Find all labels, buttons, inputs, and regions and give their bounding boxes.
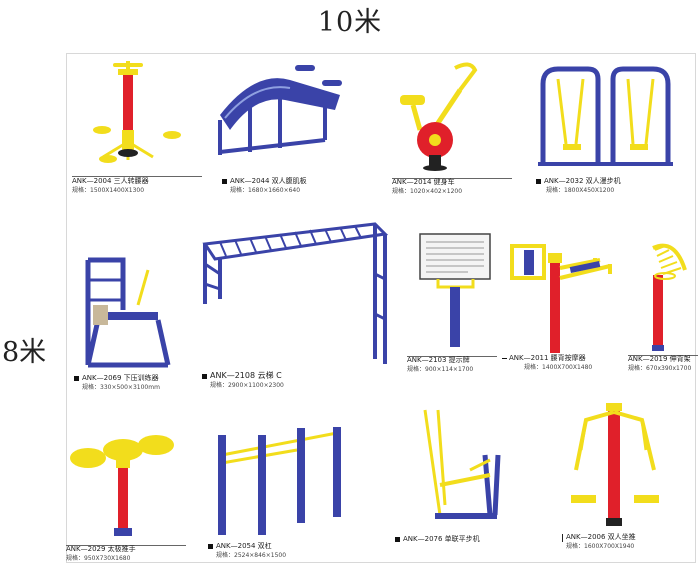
- double-walker-image: [538, 66, 673, 166]
- parallel-bars-image: [218, 427, 341, 535]
- notice-board-image: [419, 233, 491, 347]
- item-name: ANK—2014 健身车: [392, 178, 455, 186]
- item-name: ANK—2004 三人转腰器: [72, 177, 149, 185]
- item-name: ANK—2069 下压训练器: [82, 374, 159, 382]
- seated-push-image: [571, 403, 659, 526]
- item-name: ANK—2011 腰背按摩器: [509, 354, 586, 362]
- item-spec: 规格：2524×846×1500: [216, 551, 287, 559]
- item-spec: 规格：950X730X1680: [66, 554, 131, 562]
- item-spec: 规格：1680×1660×640: [230, 186, 301, 194]
- item-name: ANK—2054 双杠: [216, 542, 272, 550]
- monkey-bars-image: [202, 222, 389, 364]
- item-caption: ANK—2004 三人转腰器 规格：1500X1400X1300: [72, 176, 202, 195]
- item-name: ANK—2032 双人漫步机: [544, 177, 621, 185]
- item-name: ANK—2044 双人腹肌板: [230, 177, 307, 185]
- item-caption: ANK—2054 双杠 规格：2524×846×1500: [208, 542, 338, 560]
- press-trainer-image: [85, 257, 171, 368]
- item-spec: 规格：1500X1400X1300: [72, 186, 145, 194]
- item-name: ANK—2103 提示牌: [407, 356, 470, 364]
- waist-twister-image: [93, 61, 181, 163]
- back-massager-image: [510, 244, 612, 353]
- width-label: 10米: [317, 7, 383, 38]
- item-caption: ANK—2069 下压训练器 规格：330×500×3100mm: [74, 374, 204, 392]
- item-spec: 规格：900×114×1700: [407, 365, 474, 373]
- height-label: 8米: [2, 337, 47, 368]
- item-spec: 规格：1020×402×1200: [392, 187, 463, 195]
- item-name: ANK—2029 太极推手: [66, 545, 136, 553]
- exercise-bike-image: [400, 62, 478, 171]
- item-caption: ANK—2011 腰背按摩器 规格：1400X700X1480: [502, 354, 632, 372]
- item-caption: ANK—2044 双人腹肌板 规格：1680×1660×640: [222, 177, 352, 195]
- item-name: ANK—2076 单联平步机: [403, 535, 480, 543]
- item-name: ANK—2006 双人坐推: [566, 533, 636, 541]
- single-walker-image: [423, 409, 501, 519]
- item-caption: ANK—2019 伸背架 规格：670x390x1700: [628, 355, 698, 373]
- item-spec: 规格：330×500×3100mm: [82, 383, 160, 391]
- item-caption: ANK—2029 太极推手 规格：950X730X1680: [66, 545, 186, 563]
- item-caption: ANK—2014 健身车 规格：1020×402×1200: [392, 178, 512, 196]
- item-spec: 规格：1600X700X1940: [566, 542, 635, 550]
- item-name: ANK—2108 云梯 C: [210, 371, 282, 380]
- item-caption: ANK—2032 双人漫步机 规格：1800X450X1200: [536, 177, 676, 195]
- item-spec: 规格：1800X450X1200: [546, 186, 615, 194]
- item-caption: ANK—2103 提示牌 规格：900×114×1700: [407, 356, 497, 374]
- taichi-pusher-image: [70, 435, 174, 536]
- item-spec: 规格：670x390x1700: [628, 364, 692, 372]
- item-caption: ANK—2006 双人坐推 规格：1600X700X1940: [562, 533, 692, 551]
- item-caption: ANK—2108 云梯 C 规格：2900×1100×2300: [202, 371, 332, 390]
- item-caption: ANK—2076 单联平步机: [395, 535, 525, 544]
- item-spec: 规格：1400X700X1480: [524, 363, 593, 371]
- situp-board-image: [218, 65, 342, 155]
- back-stretcher-image: [652, 243, 687, 351]
- item-name: ANK—2019 伸背架: [628, 355, 691, 363]
- item-spec: 规格：2900×1100×2300: [210, 381, 284, 389]
